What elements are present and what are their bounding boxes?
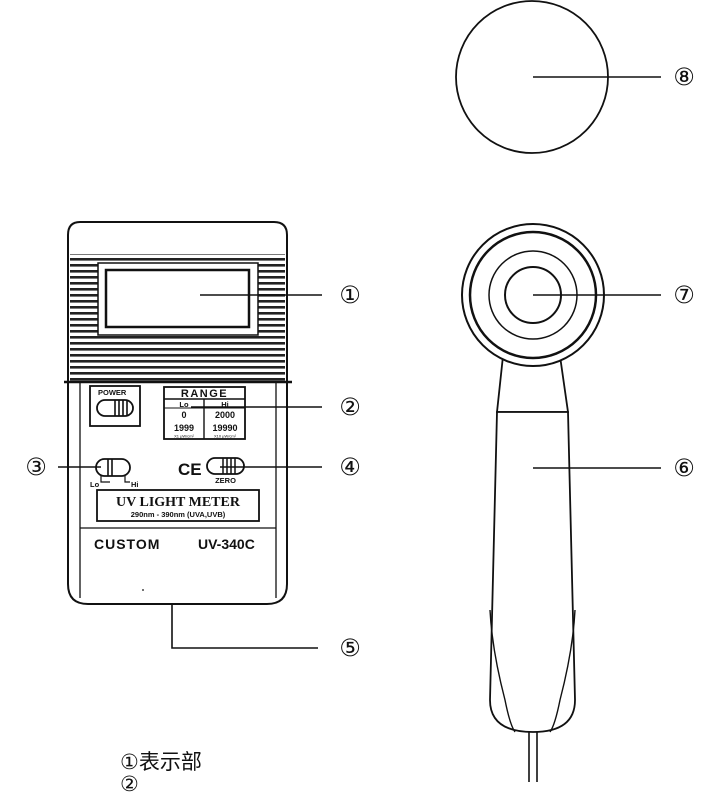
- zero-knob: [206, 457, 245, 475]
- leader-lines: [58, 76, 661, 469]
- range-lo-max: 1999: [174, 423, 194, 433]
- meter-text: POWER RANGE Lo Hi 0 1999 2000 19990 X1 μ…: [90, 388, 255, 591]
- range-hi-max: 19990: [212, 423, 237, 433]
- switch-hi-label: Hi: [131, 480, 139, 489]
- callout-2: ②: [339, 393, 361, 421]
- probe-cable: [528, 732, 538, 782]
- callout-8: ⑧: [673, 63, 695, 91]
- brand-name: CUSTOM: [94, 536, 160, 552]
- ce-mark: CE: [178, 460, 202, 479]
- callout-7: ⑦: [673, 281, 695, 309]
- callout-3: ③: [25, 453, 47, 481]
- body-cable: [171, 604, 318, 649]
- range-lo-min: 0: [181, 410, 186, 420]
- switch-lo-label: Lo: [90, 480, 100, 489]
- display-window: [104, 268, 251, 329]
- model-name: UV-340C: [198, 536, 255, 552]
- probe-handle: [489, 411, 576, 733]
- product-name-box: [96, 489, 260, 522]
- range-hi-label: Hi: [221, 400, 229, 409]
- zero-label: ZERO: [215, 476, 236, 485]
- callout-5: ⑤: [339, 634, 361, 662]
- product-name: UV LIGHT METER: [116, 495, 241, 510]
- range-unit-hi: X10 μW/cm²: [214, 434, 237, 439]
- range-title: RANGE: [181, 388, 228, 400]
- legend-item-1: ①表示部: [120, 750, 202, 774]
- range-hi-min: 2000: [215, 410, 235, 420]
- callout-6: ⑥: [673, 454, 695, 482]
- power-label: POWER: [98, 388, 127, 397]
- product-spec: 290nm - 390nm (UVA,UVB): [131, 510, 226, 519]
- callout-4: ④: [339, 453, 361, 481]
- sensor-probe: [461, 223, 605, 782]
- range-lo-label: Lo: [179, 400, 189, 409]
- range-unit-lo: X1 μW/cm²: [174, 434, 195, 439]
- meter-body: [64, 221, 318, 649]
- legend-item-2: ②: [120, 772, 139, 796]
- callout-1: ①: [339, 281, 361, 309]
